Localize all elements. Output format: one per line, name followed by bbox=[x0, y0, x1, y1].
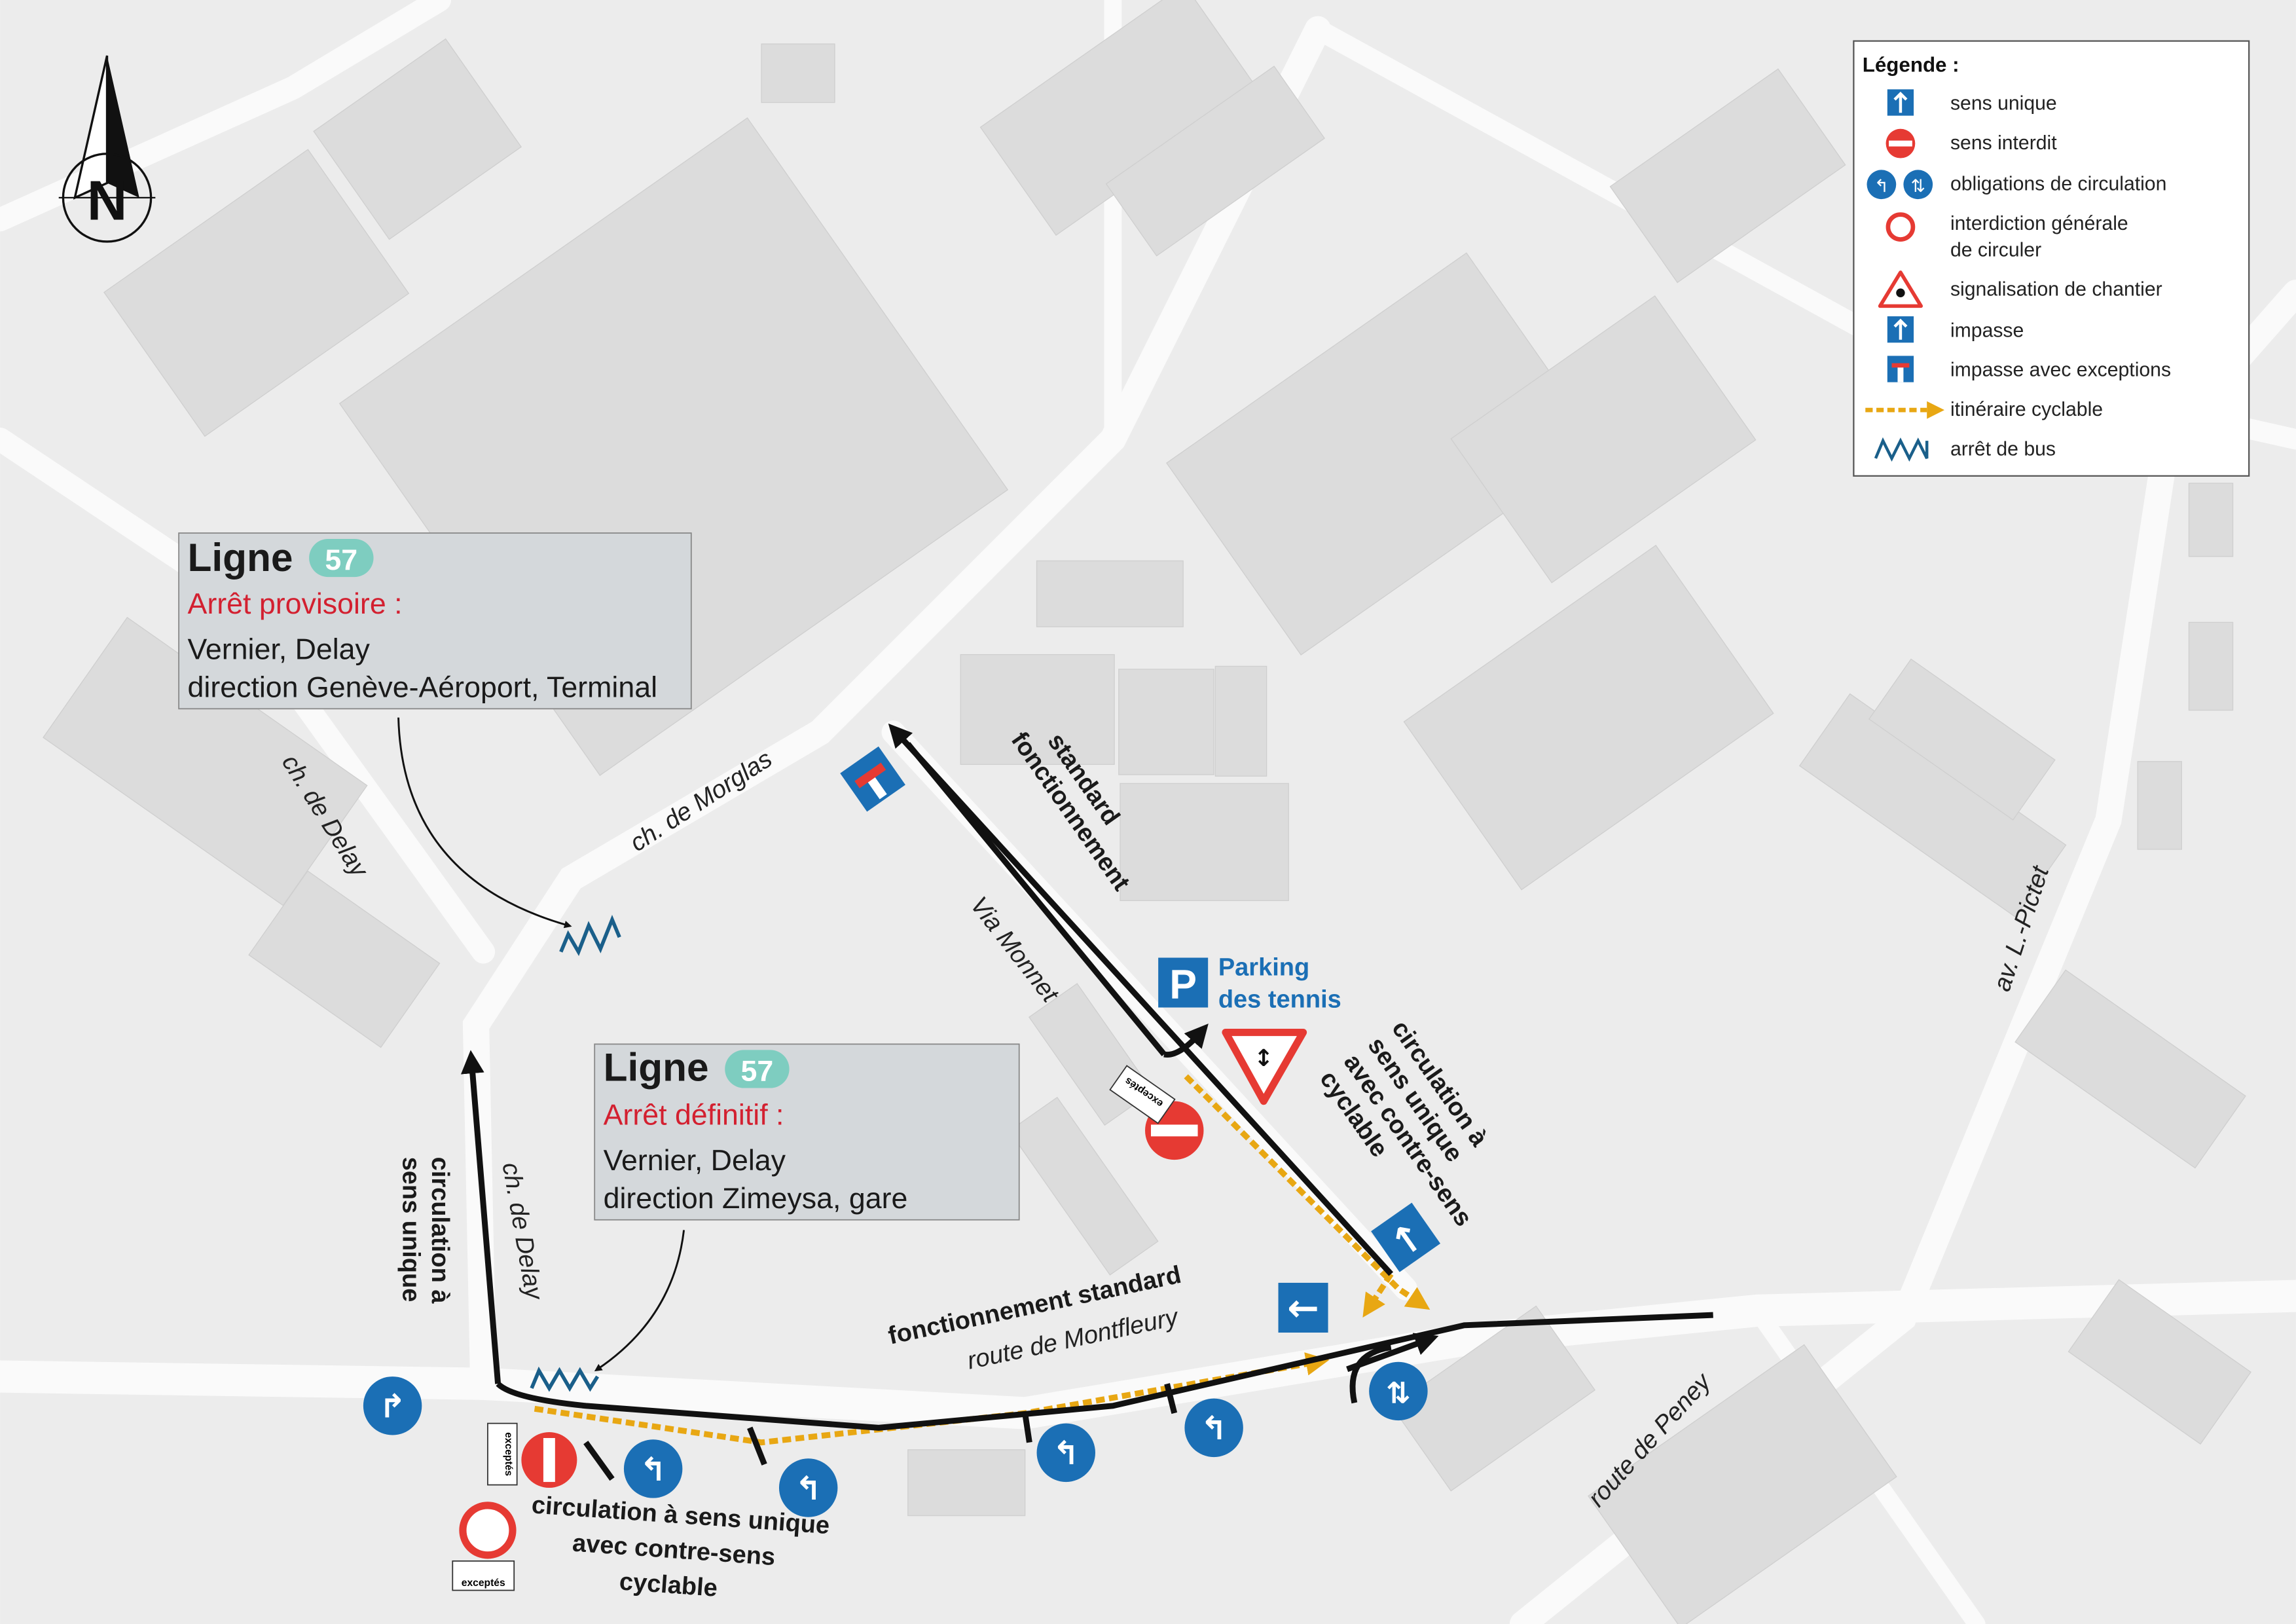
callout-title: Ligne bbox=[604, 1044, 709, 1089]
excepted-plate-2: exceptés bbox=[452, 1560, 515, 1591]
parking-label-line1: Parking bbox=[1218, 953, 1309, 981]
no-entry-sign-icon bbox=[1886, 128, 1916, 158]
dead-end-exceptions-sign-icon bbox=[1887, 356, 1914, 382]
svg-text:impasse: impasse bbox=[1950, 320, 2024, 341]
turn-left-sign-icon-3: ↰ bbox=[1036, 1423, 1095, 1483]
parking-label-line2: des tennis bbox=[1218, 986, 1341, 1014]
excepted-plate-1: exceptés bbox=[487, 1422, 518, 1486]
stop-status: Arrêt provisoire : bbox=[188, 588, 403, 620]
bus-stop-icon-definitive bbox=[530, 1366, 600, 1392]
svg-text:itinéraire cyclable: itinéraire cyclable bbox=[1950, 399, 2103, 420]
no-vehicles-sign-icon bbox=[1886, 212, 1916, 242]
stop-direction: direction Genève-Aéroport, Terminal bbox=[188, 671, 658, 703]
svg-text:←: ← bbox=[1287, 1285, 1319, 1330]
turn-left-sign-icon-4: ↰ bbox=[1184, 1398, 1243, 1458]
callout-pointer-provisional bbox=[397, 717, 572, 929]
svg-text:↰: ↰ bbox=[640, 1450, 666, 1488]
svg-text:sens unique: sens unique bbox=[397, 1157, 424, 1302]
cycle-route-arrow-icon bbox=[1865, 401, 1945, 419]
callout-title: Ligne bbox=[188, 535, 293, 580]
callout-definitive-stop: Ligne 57 Arrêt définitif : Vernier, Dela… bbox=[594, 1043, 1020, 1221]
dead-end-sign-icon bbox=[1887, 316, 1914, 343]
svg-text:↕: ↕ bbox=[1254, 1045, 1273, 1072]
legend-title: Légende : bbox=[1863, 54, 1959, 77]
svg-text:P: P bbox=[1169, 962, 1197, 1008]
svg-text:exceptés: exceptés bbox=[503, 1432, 514, 1476]
one-way-sign-icon-west: ← bbox=[1278, 1282, 1328, 1333]
mandatory-direction-signs-icon: ↰⇅ bbox=[1867, 170, 1933, 200]
cycle-route-line-north bbox=[1184, 1074, 1430, 1310]
svg-text:exceptés: exceptés bbox=[462, 1578, 505, 1589]
svg-text:↰: ↰ bbox=[1201, 1409, 1228, 1447]
stop-status: Arrêt définitif : bbox=[604, 1099, 784, 1131]
left-or-right-sign-icon: ⇅ bbox=[1369, 1361, 1428, 1421]
svg-text:cyclable: cyclable bbox=[619, 1568, 719, 1602]
turn-left-sign-icon-2: ↰ bbox=[778, 1458, 838, 1517]
svg-text:interdiction générale: interdiction générale bbox=[1950, 213, 2128, 234]
svg-text:↰: ↰ bbox=[795, 1469, 822, 1507]
svg-text:de circuler: de circuler bbox=[1950, 239, 2041, 261]
svg-text:⇅: ⇅ bbox=[1911, 176, 1925, 196]
callout-provisional-stop: Ligne 57 Arrêt provisoire : Vernier, Del… bbox=[178, 532, 692, 710]
svg-text:sens interdit: sens interdit bbox=[1950, 132, 2057, 154]
bus-stop-icon-provisional bbox=[559, 914, 621, 956]
turn-left-sign-icon-1: ↰ bbox=[623, 1439, 683, 1498]
roadworks-sign-icon: ↕ bbox=[1222, 1028, 1307, 1105]
svg-text:impasse avec exceptions: impasse avec exceptions bbox=[1950, 360, 2171, 381]
turn-right-sign-icon: ↱ bbox=[363, 1376, 422, 1435]
parking-sign-icon: P bbox=[1158, 957, 1209, 1008]
svg-text:sens unique: sens unique bbox=[1950, 93, 2057, 115]
svg-text:signalisation de chantier: signalisation de chantier bbox=[1950, 279, 2162, 301]
bus-stop-icon bbox=[1874, 437, 1929, 462]
svg-text:⇅: ⇅ bbox=[1386, 1375, 1410, 1410]
cycle-route-line-north-2 bbox=[1362, 1272, 1394, 1318]
stop-name: Vernier, Delay bbox=[604, 1145, 786, 1177]
legend: Légende : sens unique sens interdit ↰⇅ o… bbox=[1853, 40, 2250, 477]
traffic-routes bbox=[460, 723, 1713, 1481]
one-way-sign-icon bbox=[1887, 89, 1914, 116]
svg-text:circulation à: circulation à bbox=[426, 1157, 454, 1304]
svg-text:↰: ↰ bbox=[1874, 176, 1889, 196]
no-entry-sign-icon-south bbox=[521, 1432, 577, 1488]
no-vehicles-sign-icon bbox=[459, 1502, 517, 1559]
stop-direction: direction Zimeysa, gare bbox=[604, 1183, 908, 1215]
line-badge: 57 bbox=[741, 1055, 774, 1087]
annotation-one-way-left: circulation à sens unique bbox=[397, 1157, 454, 1304]
svg-text:↱: ↱ bbox=[379, 1388, 406, 1426]
svg-text:↰: ↰ bbox=[1053, 1434, 1080, 1472]
svg-text:obligations de circulation: obligations de circulation bbox=[1950, 174, 2166, 195]
line-badge: 57 bbox=[325, 544, 357, 576]
roadworks-sign-icon bbox=[1878, 270, 1923, 308]
north-label: N bbox=[87, 170, 127, 232]
dead-end-exceptions-sign-icon bbox=[840, 746, 905, 812]
stop-name: Vernier, Delay bbox=[188, 633, 371, 665]
callout-pointer-definitive bbox=[594, 1230, 685, 1372]
svg-text:arrêt de bus: arrêt de bus bbox=[1950, 438, 2056, 460]
